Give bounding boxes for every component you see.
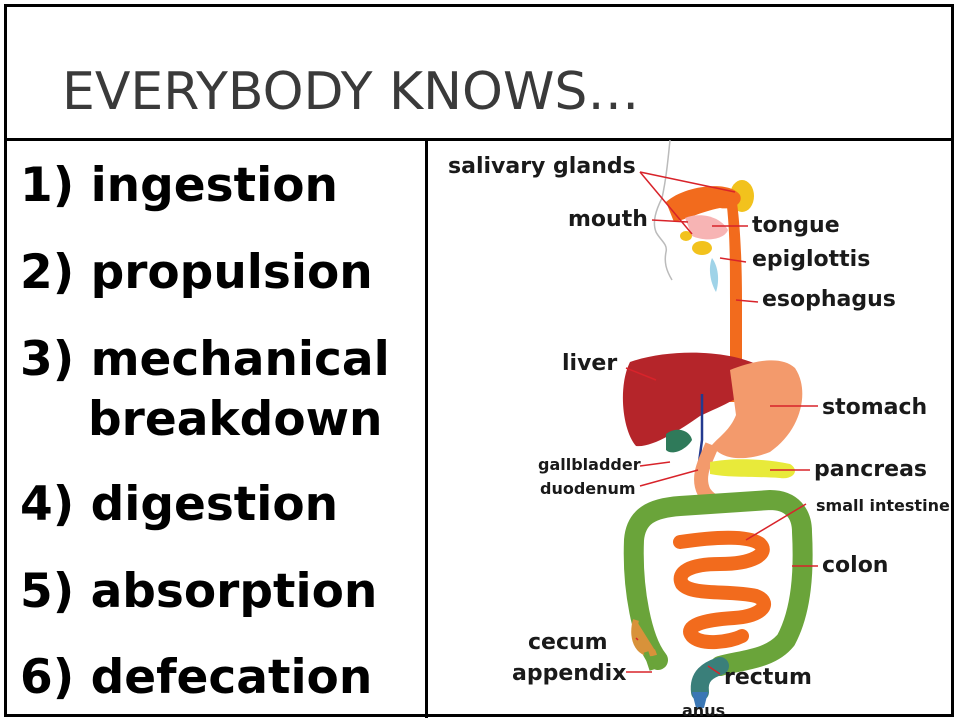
label-gallbladder: gallbladder [538,455,641,474]
label-duodenum: duodenum [540,479,636,498]
gallbladder [666,430,692,453]
list-item: 5) absorption [20,564,377,619]
label-pancreas: pancreas [814,457,927,482]
step-number: 1) [20,158,74,213]
column-divider [425,138,428,718]
label-esophagus: esophagus [762,287,896,312]
list-item-continuation: breakdown [88,392,382,447]
label-liver: liver [562,351,617,376]
salivary-gland [692,241,712,255]
list-item: 6) defecation [20,650,372,705]
step-label: propulsion [91,245,373,300]
rectum [700,666,720,692]
step-number: 2) [20,245,74,300]
step-label: mechanical [91,332,390,387]
label-appendix: appendix [512,661,626,686]
list-item: 3) mechanical [20,332,390,387]
digestive-system-diagram: salivary glands mouth tongue epiglottis … [430,140,955,718]
label-mouth: mouth [568,207,648,232]
step-number: 5) [20,564,74,619]
label-stomach: stomach [822,395,927,420]
step-label: absorption [91,564,378,619]
label-rectum: rectum [724,665,812,690]
label-colon: colon [822,553,888,578]
step-number: 3) [20,332,74,387]
step-label: ingestion [91,158,338,213]
step-label: defecation [91,650,373,705]
small-intestine [680,538,764,642]
label-small-intestine: small intestine [816,496,950,515]
step-number: 6) [20,650,74,705]
list-item: 4) digestion [20,477,338,532]
slide-title: EVERYBODY KNOWS… [62,62,639,122]
slide-header: EVERYBODY KNOWS… [4,4,954,141]
step-label: digestion [91,477,339,532]
step-number: 4) [20,477,74,532]
label-cecum: cecum [528,630,608,655]
list-item: 2) propulsion [20,245,373,300]
epiglottis [710,258,718,292]
label-anus: anus [682,701,725,718]
label-tongue: tongue [752,213,840,238]
label-epiglottis: epiglottis [752,247,870,272]
pancreas [710,459,795,478]
list-item: 1) ingestion [20,158,338,213]
label-salivary-glands: salivary glands [448,154,636,179]
